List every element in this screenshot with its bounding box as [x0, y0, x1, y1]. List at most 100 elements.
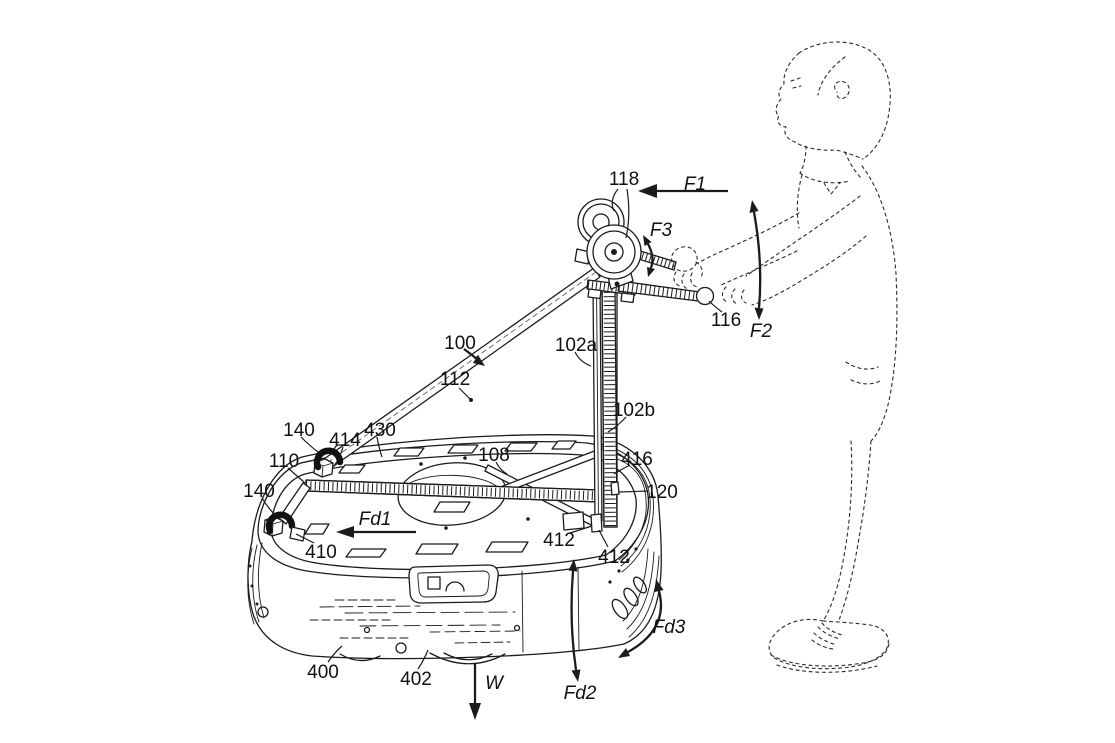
leader-118a [611, 188, 619, 212]
ref-label-110: 110 [269, 451, 299, 472]
torso-front [796, 174, 803, 229]
shoe-laces [811, 622, 843, 650]
leader-120 [618, 490, 649, 493]
shoe-outline [768, 618, 889, 670]
leader-140b [261, 497, 277, 517]
ref-label-Fd2: Fd2 [564, 683, 597, 704]
head-cranium [798, 41, 891, 160]
leader-430 [376, 436, 383, 458]
leader-414 [333, 446, 344, 467]
leader-140a [300, 436, 319, 453]
bracket-410 [289, 526, 306, 542]
ref-label-118: 118 [609, 169, 639, 190]
leader-412a [569, 525, 593, 534]
ref-label-402: 402 [400, 669, 432, 690]
near-arm-top [697, 212, 800, 264]
ref-label-108: 108 [478, 445, 510, 466]
leader-lines [261, 188, 723, 670]
ref-label-120: 120 [646, 482, 678, 503]
deck-rim-outer [257, 440, 650, 579]
rim-edge-dots [248, 547, 638, 606]
ref-label-F2: F2 [750, 321, 773, 342]
panel-seam-right [577, 566, 580, 651]
near-hand-grip [671, 246, 698, 272]
handle-end-knob-116 [695, 286, 715, 306]
leader-118b [625, 188, 630, 239]
ref-label-412b: 412 [598, 547, 630, 568]
arrow-F2 [752, 211, 762, 309]
leader-416 [613, 464, 631, 475]
ear [834, 80, 850, 100]
leader-102b [607, 416, 627, 433]
lower-handle-bar [617, 280, 715, 306]
leader-412b [598, 529, 609, 548]
ref-label-F3: F3 [650, 220, 673, 241]
leg-front [822, 440, 853, 622]
front-face-streaks [309, 599, 521, 644]
shoe-sole [770, 643, 890, 673]
ref-label-102a: 102a [555, 335, 598, 356]
ref-label-400: 400 [307, 662, 339, 683]
arrow-Fd2 [570, 570, 578, 671]
ref-label-430: 430 [364, 420, 396, 441]
leader-112 [458, 387, 471, 400]
leader-108 [495, 461, 508, 475]
force-arrows [336, 184, 764, 720]
neck [799, 145, 863, 180]
leader-116 [708, 300, 723, 313]
ref-label-W: W [485, 673, 505, 694]
leader-410 [295, 533, 315, 544]
front-bottom-circle [395, 642, 407, 654]
leader-110 [287, 467, 306, 484]
ref-label-112: 112 [440, 369, 470, 390]
reference-labels: 118 F1 F3 116 F2 100 112 102a 102b 140 4… [243, 169, 772, 704]
left-end-hatching [247, 542, 265, 625]
clip-120 [610, 481, 620, 496]
ref-label-Fd3: Fd3 [653, 617, 686, 638]
person-outline-drawing [671, 41, 898, 673]
handle-assembly-drawing [263, 198, 715, 542]
hook-140-lower [263, 511, 296, 537]
face-profile [775, 52, 864, 160]
ref-label-140b: 140 [243, 481, 275, 502]
far-arm-bottom [751, 235, 867, 306]
ref-label-412a: 412 [543, 530, 575, 551]
deck-slots [304, 440, 577, 558]
mast-rails [592, 282, 618, 528]
hairline [817, 56, 846, 96]
leader-400 [327, 645, 343, 663]
block-412 [590, 513, 603, 533]
ref-label-410: 410 [305, 542, 337, 563]
leg-back [837, 440, 872, 623]
collar [799, 172, 851, 195]
ref-label-140a: 140 [283, 420, 315, 441]
ref-label-100: 100 [444, 333, 476, 354]
arrow-Fd3 [627, 590, 663, 654]
ref-label-416: 416 [621, 449, 653, 470]
panel-seam-left [521, 570, 524, 653]
torso-back [861, 165, 898, 442]
ref-label-F1: F1 [684, 174, 706, 195]
front-dot-right [513, 624, 521, 632]
near-hand-fingers [673, 261, 703, 290]
far-hand-fingers [721, 286, 747, 305]
ref-label-116: 116 [711, 310, 741, 331]
front-handle-recess [408, 564, 499, 604]
deck-rim-inner [270, 452, 637, 571]
bottom-caster-bumps [339, 652, 506, 665]
leader-402 [417, 649, 429, 670]
turntable-inner-arc [403, 474, 502, 491]
left-face-circle [257, 606, 269, 618]
ref-label-414: 414 [329, 430, 361, 451]
arrow-F3 [646, 243, 654, 269]
wheel-ovals [611, 576, 647, 620]
near-arm-bottom [718, 250, 798, 287]
far-arm-top [745, 195, 861, 277]
hip-marks [845, 361, 881, 385]
leader-102a [574, 351, 592, 367]
ref-label-102b: 102b [613, 400, 655, 421]
roller-left-tab [574, 248, 591, 265]
ref-label-Fd1: Fd1 [359, 509, 392, 530]
eye-brow [790, 77, 802, 89]
